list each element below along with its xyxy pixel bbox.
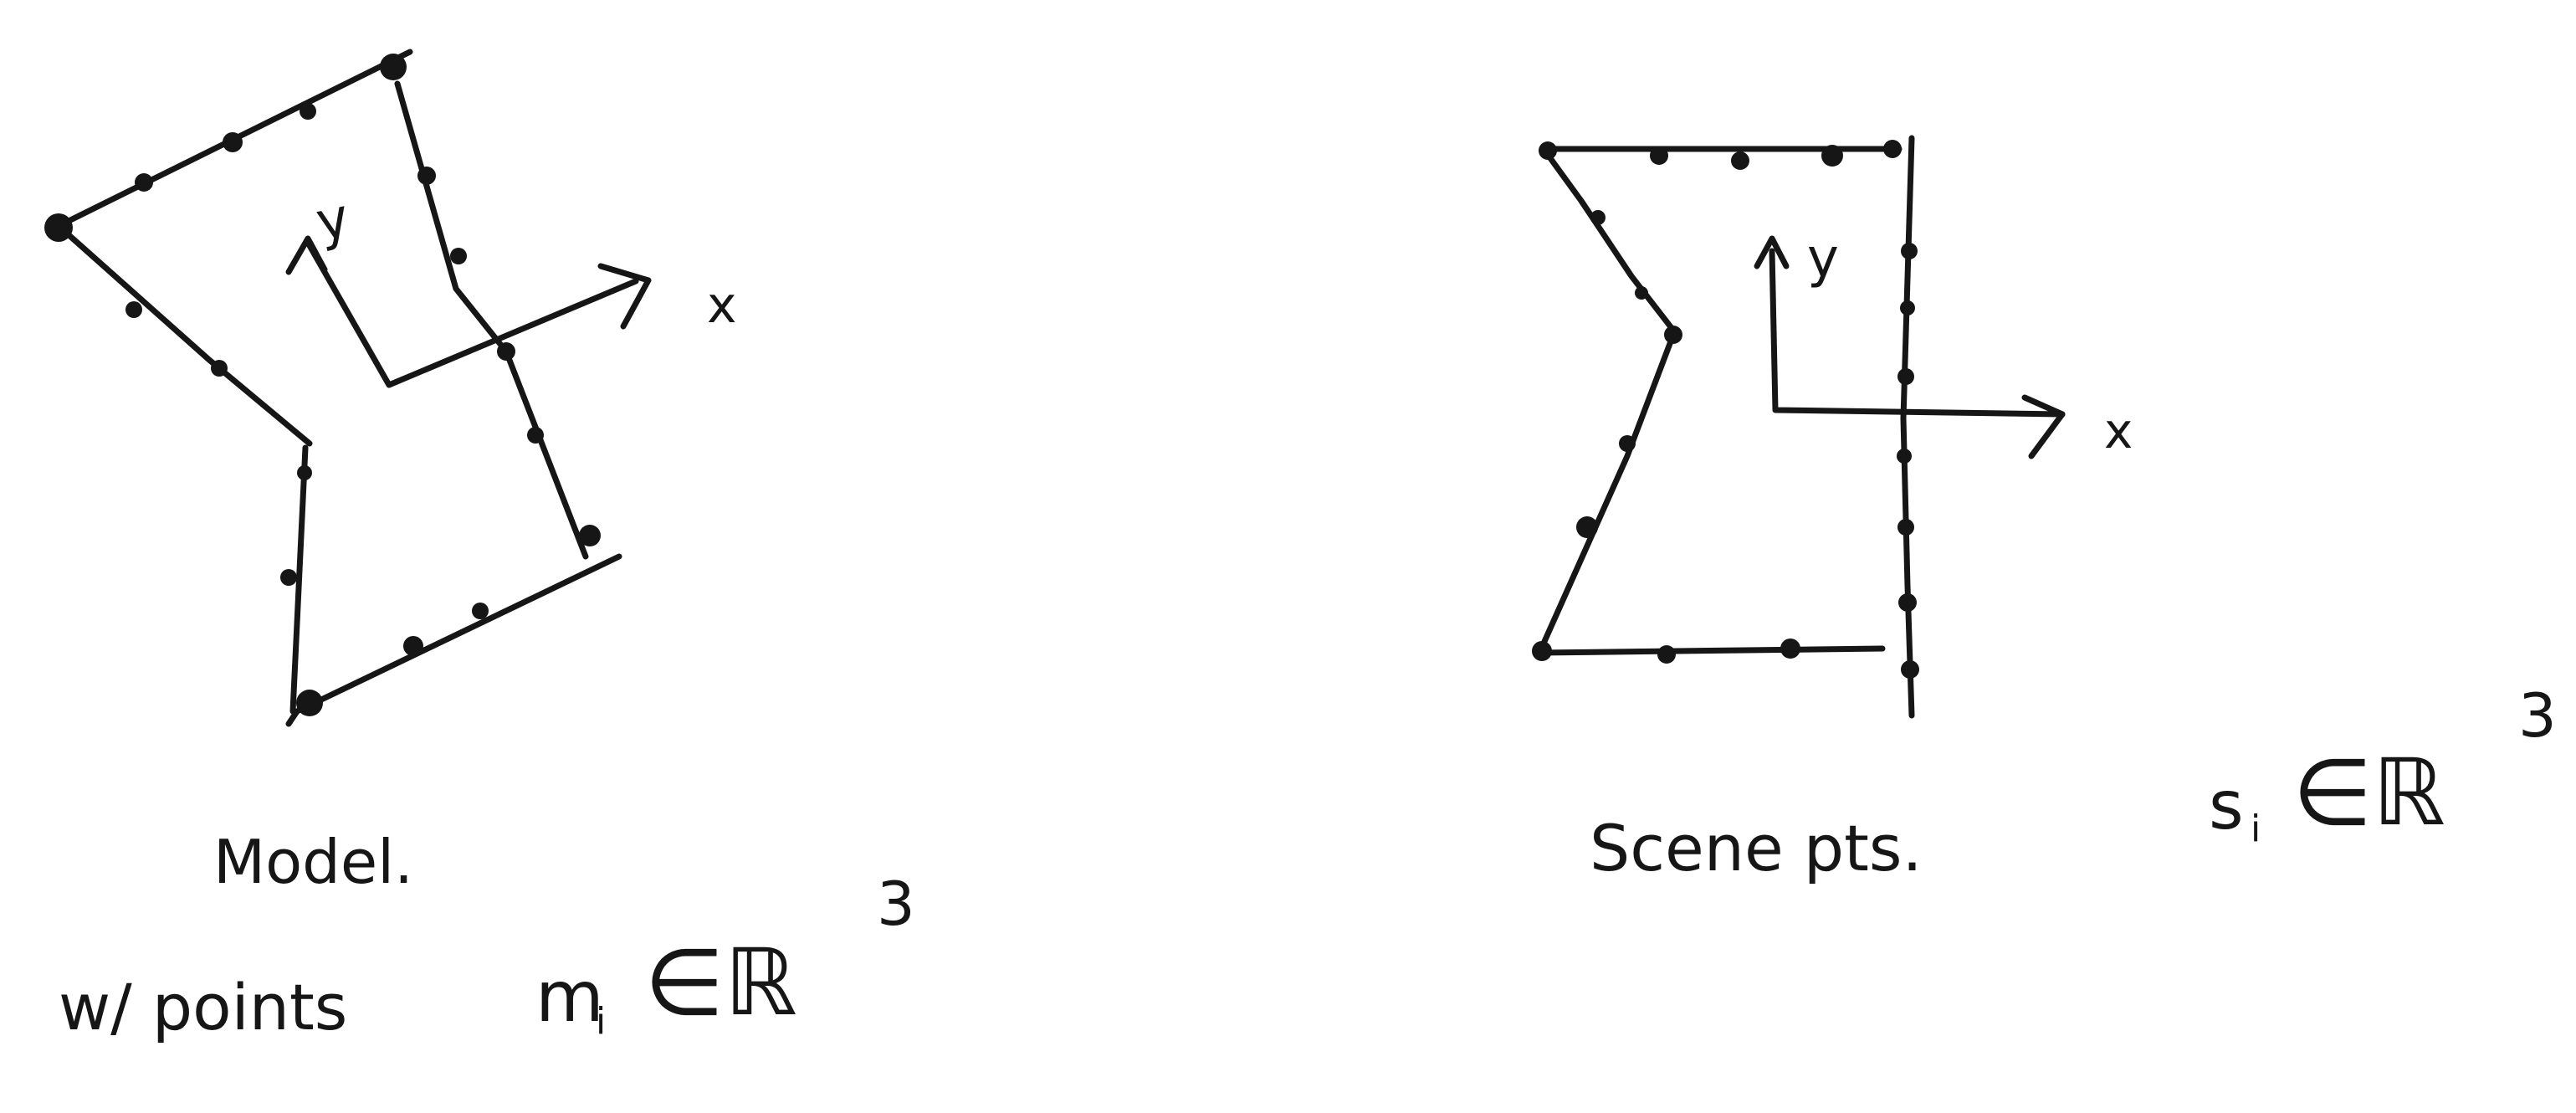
model-x-axis-label: x xyxy=(707,276,737,335)
model-caption-subscript: i xyxy=(596,1000,606,1043)
model-point xyxy=(403,636,423,656)
model-point xyxy=(527,427,544,444)
scene-x-axis-label: x xyxy=(2104,403,2133,459)
scene-point xyxy=(1901,243,1918,259)
scene-point xyxy=(1576,516,1598,538)
scene-point xyxy=(1900,300,1915,315)
model-point xyxy=(125,301,142,318)
model-point xyxy=(300,103,316,120)
model-caption-prefix: w/ points xyxy=(59,970,347,1044)
scene-points xyxy=(1532,140,1919,679)
scene-point xyxy=(1590,210,1606,225)
model-caption-line2: w/ points m i ∈ℝ 3 xyxy=(59,869,915,1044)
model-point xyxy=(44,213,73,242)
scene-point xyxy=(1650,146,1668,165)
model-y-axis-label: y xyxy=(311,187,355,254)
scene-caption-symbol: s xyxy=(2209,767,2244,844)
model-caption-title: Model. xyxy=(213,827,413,897)
scene-point xyxy=(1898,593,1917,612)
scene-y-axis-label: y xyxy=(1807,228,1839,290)
scene-diagram: y x Scene pts. s i ∈ℝ 3 xyxy=(1532,135,2557,885)
scene-point xyxy=(1664,326,1682,344)
model-point xyxy=(135,173,153,192)
model-point xyxy=(380,54,407,80)
model-points xyxy=(44,54,601,716)
model-diagram: y x Model. w/ points m i ∈ℝ 3 xyxy=(44,49,915,1044)
scene-axes xyxy=(1769,248,2066,418)
model-caption-set: ∈ℝ xyxy=(644,929,797,1036)
model-point xyxy=(579,525,601,546)
model-point xyxy=(223,132,243,152)
scene-caption-text: Scene pts. xyxy=(1590,811,1923,885)
model-x-arrowhead xyxy=(597,263,652,330)
scene-caption-power: 3 xyxy=(2518,680,2557,751)
scene-caption-subscript: i xyxy=(2251,808,2261,850)
model-point xyxy=(497,342,515,361)
scene-caption-formula: s i ∈ℝ 3 xyxy=(2209,680,2557,850)
model-axes xyxy=(305,239,639,388)
scene-point xyxy=(1883,140,1902,158)
scene-outline xyxy=(1536,135,1915,719)
scene-x-arrowhead xyxy=(2021,394,2066,459)
scene-point xyxy=(1539,141,1557,160)
scene-point xyxy=(1731,151,1749,170)
scene-point xyxy=(1897,449,1912,464)
scene-point xyxy=(1897,519,1914,536)
model-caption-power: 3 xyxy=(877,869,915,939)
model-point xyxy=(211,360,228,377)
model-point xyxy=(472,603,489,619)
model-point xyxy=(417,167,436,185)
scene-point xyxy=(1821,145,1843,167)
model-point xyxy=(297,465,312,480)
model-point xyxy=(280,569,297,586)
scene-point xyxy=(1897,368,1914,385)
scene-point xyxy=(1657,645,1676,664)
model-point xyxy=(296,690,323,716)
scene-point xyxy=(1901,660,1919,679)
scene-point xyxy=(1635,286,1648,300)
model-outline xyxy=(55,49,622,727)
model-y-arrowhead xyxy=(285,235,328,275)
scene-point xyxy=(1532,641,1552,661)
model-point xyxy=(450,248,467,264)
scene-point xyxy=(1780,639,1800,659)
scene-caption-set: ∈ℝ xyxy=(2292,739,2445,846)
scene-point xyxy=(1619,435,1636,452)
model-caption-symbol: m xyxy=(535,956,604,1038)
scene-y-arrowhead xyxy=(1754,235,1790,269)
